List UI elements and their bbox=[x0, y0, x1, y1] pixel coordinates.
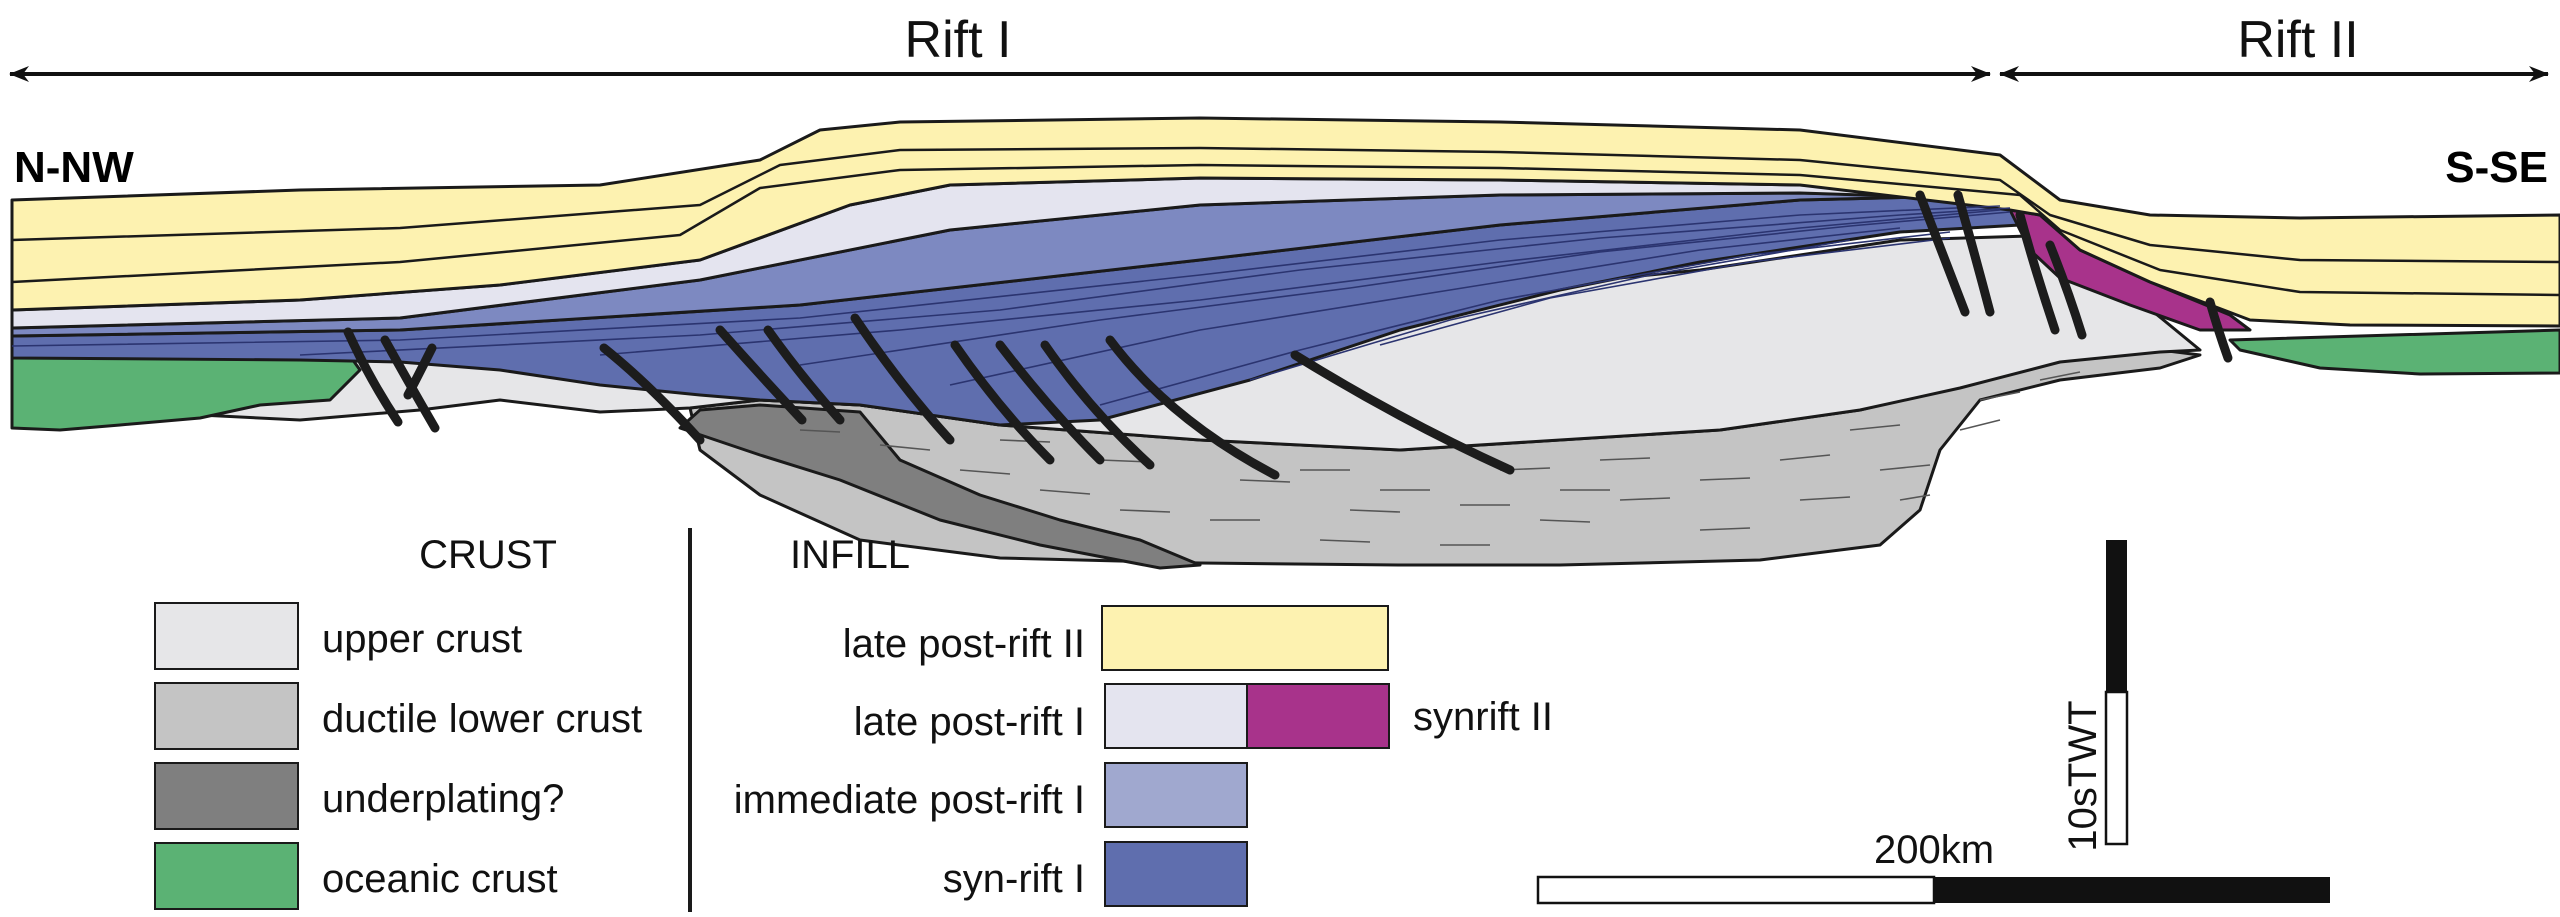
cross-section-layers bbox=[10, 116, 2560, 570]
vertical-scale-bar: 10sTWT bbox=[2061, 540, 2129, 852]
legend-label: ductile lower crust bbox=[322, 697, 642, 741]
fault bbox=[715, 325, 807, 425]
rift-two-label: Rift II bbox=[2237, 11, 2358, 69]
fault bbox=[2205, 297, 2233, 363]
ductile-crust-texture bbox=[799, 371, 2081, 546]
fault bbox=[1040, 340, 1155, 470]
legend-infill-late-post-rift-two: late post-rift II bbox=[843, 605, 1389, 671]
fault bbox=[2015, 210, 2060, 335]
legend-swatch bbox=[154, 762, 299, 830]
fault bbox=[995, 340, 1105, 465]
legend-swatch bbox=[1104, 841, 1248, 907]
legend-label: syn-rift I bbox=[943, 857, 1085, 901]
fault bbox=[1915, 190, 1970, 317]
post-rift-two-horizon-b bbox=[11, 163, 2560, 297]
fault bbox=[343, 327, 403, 427]
legend-infill-synrift-two: synrift II bbox=[1246, 683, 1553, 749]
legend-swatch bbox=[154, 602, 299, 670]
fault bbox=[1290, 350, 1515, 475]
direction-right-label: S-SE bbox=[2445, 143, 2548, 192]
legend-infill-late-post-rift-one: late post-rift I bbox=[854, 683, 1248, 749]
fault bbox=[1105, 335, 1280, 480]
vertical-scale-label: 10sTWT bbox=[2061, 700, 2105, 851]
normal-faults bbox=[343, 190, 2233, 480]
fault bbox=[599, 343, 705, 445]
vertical-scale-black bbox=[2106, 540, 2127, 692]
legend-label: immediate post-rift I bbox=[734, 778, 1085, 822]
legend-swatch bbox=[154, 842, 299, 910]
legend-label: late post-rift I bbox=[854, 700, 1085, 744]
fault bbox=[1953, 190, 1995, 317]
horizontal-scale-bar: 200km bbox=[1536, 828, 2330, 905]
infill-legend-heading: INFILL bbox=[790, 533, 910, 577]
legend-label: upper crust bbox=[322, 617, 522, 661]
fault bbox=[850, 313, 955, 445]
legend-swatch bbox=[1101, 605, 1389, 671]
legend-crust-underplating: underplating? bbox=[154, 762, 564, 830]
rift-two-label-bg bbox=[2200, 14, 2400, 70]
legend-crust-ductile: ductile lower crust bbox=[154, 682, 642, 750]
legend-swatch bbox=[1104, 762, 1248, 828]
fault bbox=[403, 343, 437, 400]
crust-legend-heading: CRUST bbox=[419, 533, 557, 577]
late-post-rift-two-body bbox=[10, 116, 2560, 328]
legend-crust-oceanic: oceanic crust bbox=[154, 842, 558, 910]
horizontal-scale-black bbox=[1934, 877, 2330, 903]
horizontal-scale-label: 200km bbox=[1874, 828, 1994, 872]
legend-label: synrift II bbox=[1413, 695, 1553, 739]
legend-swatch bbox=[1104, 683, 1248, 749]
legend-label: oceanic crust bbox=[322, 857, 558, 901]
post-rift-two-horizon-a bbox=[11, 146, 2560, 264]
legend-label: underplating? bbox=[322, 777, 564, 821]
direction-left-label: N-NW bbox=[14, 143, 134, 192]
legend-infill-immediate-post-rift-one: immediate post-rift I bbox=[734, 762, 1248, 828]
rift-one-label-bg bbox=[870, 14, 1050, 70]
legend-swatch bbox=[1246, 683, 1390, 749]
fault bbox=[2045, 240, 2087, 340]
horizontal-scale-white bbox=[1536, 875, 1936, 905]
legend-crust-upper: upper crust bbox=[154, 602, 522, 670]
fault bbox=[950, 340, 1055, 465]
legend-infill-syn-rift-one: syn-rift I bbox=[943, 841, 1248, 907]
rift-one-label: Rift I bbox=[905, 11, 1012, 69]
oceanic-crust-right bbox=[2228, 328, 2560, 376]
legend-label: late post-rift II bbox=[843, 622, 1085, 666]
fault bbox=[763, 325, 845, 425]
legend-swatch bbox=[154, 682, 299, 750]
vertical-scale-white bbox=[2104, 690, 2129, 846]
